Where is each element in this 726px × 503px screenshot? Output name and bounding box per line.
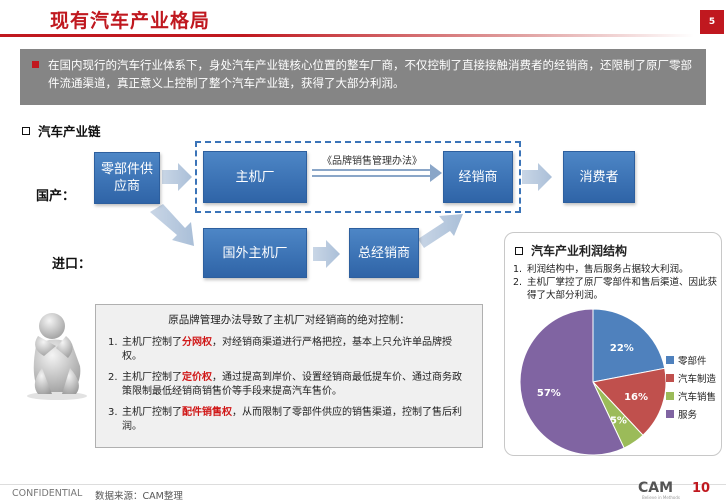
box-foreign-oem: 国外主机厂 — [203, 228, 307, 278]
profit-notes: 1.利润结构中，售后服务占据较大利润。 2.主机厂掌控了原厂零部件和售后渠道、因… — [513, 263, 718, 302]
profit-note-item: 1.利润结构中，售后服务占据较大利润。 — [513, 264, 689, 275]
arrow-general-dealer-to-dealer — [418, 214, 463, 248]
legend-item: 服务 — [666, 407, 716, 421]
legend-label: 汽车销售 — [678, 392, 717, 403]
profit-note-item: 2.主机厂掌控了原厂零部件和售后渠道、因此获得了大部分利润。 — [513, 277, 718, 301]
highlight-term: 配件销售权 — [182, 407, 232, 418]
bullet-square-icon — [32, 61, 39, 68]
box-consumer: 消费者 — [563, 151, 635, 203]
note-item: 1. 主机厂控制了分网权，对经销商渠道进行严格把控，基本上只允许单品牌授权。 — [108, 337, 452, 362]
highlight-term: 分网权 — [182, 337, 212, 348]
footer-divider — [0, 484, 726, 485]
square-bullet-icon — [22, 126, 30, 135]
legend-swatch — [666, 410, 674, 418]
pie-legend: 零部件汽车制造汽车销售服务 — [666, 353, 716, 425]
note-item: 3. 主机厂控制了配件销售权，从而限制了零部件供应的销售渠道，控制了售后利润。 — [108, 407, 462, 432]
pie-data-label: 57% — [537, 388, 561, 399]
page-number: 5 — [700, 10, 724, 34]
box-parts-supplier: 零部件供应商 — [94, 152, 160, 204]
pie-slice-0 — [592, 308, 666, 383]
dealer-control-note: 原品牌管理办法导致了主机厂对经销商的绝对控制： 1. 主机厂控制了分网权，对经销… — [95, 304, 483, 448]
worried-person-icon — [27, 313, 87, 400]
profit-structure-heading: 汽车产业利润结构 — [515, 242, 627, 259]
legend-label: 汽车制造 — [678, 374, 717, 385]
legend-item: 汽车制造 — [666, 371, 716, 385]
oem-dealer-control-frame — [195, 141, 521, 213]
cam-logo: CAM Believe in Methods 10 — [638, 480, 711, 500]
arrow-foreign-oem-to-general-dealer — [313, 240, 340, 268]
pie-slice-3 — [519, 308, 625, 456]
pie-slice-1 — [592, 367, 667, 436]
summary-text: 在国内现行的汽车行业体系下，身处汽车产业链核心位置的整车厂商，不仅控制了直接接触… — [48, 58, 692, 90]
box-general-dealer: 总经销商 — [349, 228, 419, 278]
legend-label: 零部件 — [678, 356, 707, 367]
summary-banner: 在国内现行的汽车行业体系下，身处汽车产业链核心位置的整车厂商，不仅控制了直接接触… — [20, 49, 706, 105]
arrow-parts-to-oem — [162, 163, 192, 191]
legend-swatch — [666, 356, 674, 364]
import-label: 进口： — [52, 257, 92, 272]
data-source: 数据来源：CAM整理 — [95, 491, 183, 502]
law-label: 《品牌销售管理办法》 — [322, 156, 422, 167]
box-dealer: 经销商 — [443, 151, 513, 203]
page-title: 现有汽车产业格局 — [50, 10, 211, 32]
domestic-label: 国产： — [36, 189, 76, 204]
confidential-label: CONFIDENTIAL — [12, 488, 83, 499]
box-oem: 主机厂 — [203, 151, 307, 203]
highlight-term: 定价权 — [182, 372, 212, 383]
note-title: 原品牌管理办法导致了主机厂对经销商的绝对控制： — [168, 314, 410, 326]
chain-section-title: 汽车产业链 — [38, 124, 101, 139]
legend-swatch — [666, 392, 674, 400]
pie-data-label: 5% — [610, 415, 627, 426]
note-item: 2. 主机厂控制了定价权，通过提高到岸价、设置经销商最低提车价、通过商务政策限制… — [108, 372, 462, 397]
legend-item: 零部件 — [666, 353, 716, 367]
chain-section-heading: 汽车产业链 — [22, 121, 101, 140]
profit-structure-title: 汽车产业利润结构 — [531, 244, 628, 258]
arrow-parts-to-foreign-oem — [150, 204, 194, 246]
title-underline — [0, 34, 694, 37]
square-bullet-icon — [515, 246, 523, 255]
legend-label: 服务 — [678, 410, 698, 421]
pie-data-label: 22% — [610, 343, 634, 354]
legend-item: 汽车销售 — [666, 389, 716, 403]
pie-data-label: 16% — [624, 392, 648, 403]
legend-swatch — [666, 374, 674, 382]
arrow-dealer-to-consumer — [522, 163, 552, 191]
arrow-oem-to-dealer — [312, 164, 442, 182]
